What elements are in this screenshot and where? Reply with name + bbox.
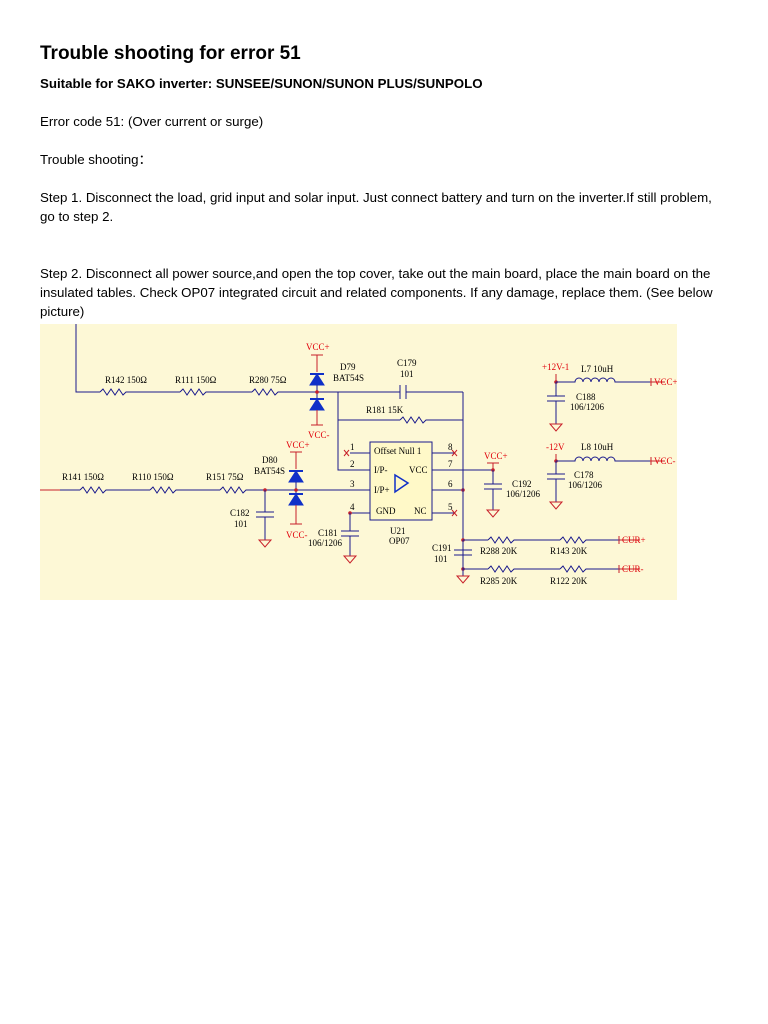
compatibility-note: Suitable for SAKO inverter: SUNSEE/SUNON…	[40, 76, 483, 91]
c188-value: 106/1206	[570, 402, 605, 412]
r122-label: R122 20K	[550, 576, 588, 586]
d80-part-label: BAT54S	[254, 466, 285, 476]
pin-6-number: 6	[448, 479, 453, 489]
r280-label: R280 75Ω	[249, 375, 287, 385]
r288-label: R288 20K	[480, 546, 518, 556]
vcc-plus-label-pin7: VCC+	[484, 451, 508, 461]
r111-label: R111 150Ω	[175, 375, 217, 385]
vcc-minus-label-d79: VCC-	[308, 430, 330, 440]
l8-label: L8 10uH	[581, 442, 614, 452]
inductor-l7	[556, 377, 650, 383]
r142-label: R142 150Ω	[105, 375, 147, 385]
cur-plus-port: CUR+	[622, 535, 646, 545]
page-title: Trouble shooting for error 51	[40, 43, 301, 64]
pin-3-number: 3	[350, 479, 355, 489]
inductor-l8	[556, 456, 650, 462]
resistor-r122	[559, 565, 620, 573]
ic-pin-offset-null: Offset Null 1	[374, 446, 421, 456]
c192-label: C192	[512, 479, 532, 489]
r110-label: R110 150Ω	[132, 472, 174, 482]
resistor-r280	[251, 388, 338, 396]
l7-label: L7 10uH	[581, 364, 614, 374]
diode-d80-lower	[288, 493, 304, 506]
c191-label: C191	[432, 543, 452, 553]
r141-label: R141 150Ω	[62, 472, 104, 482]
vcc-plus-port: VCC+	[654, 377, 677, 387]
schematic-drawing: R142 150Ω R111 150Ω R280 75Ω VCC+ VCC- D…	[40, 324, 677, 586]
ic-pin-nc: NC	[414, 506, 427, 516]
r181-label: R181 15K	[366, 405, 404, 415]
pin-1-number: 1	[350, 442, 355, 452]
opamp-symbol	[394, 473, 410, 494]
vcc-minus-port: VCC-	[654, 456, 676, 466]
circuit-schematic: R142 150Ω R111 150Ω R280 75Ω VCC+ VCC- D…	[40, 324, 677, 600]
resistor-r142	[99, 388, 180, 396]
c178-value: 106/1206	[568, 480, 603, 490]
resistor-r151	[219, 486, 370, 494]
c182-value: 101	[234, 519, 248, 529]
diode-d80-upper	[288, 470, 304, 483]
step-2-text: Step 2. Disconnect all power source,and …	[40, 266, 713, 319]
pin-2-number: 2	[350, 459, 355, 469]
d79-label: D79	[340, 362, 356, 372]
c191-value: 101	[434, 554, 448, 564]
plus12v-label: +12V-1	[542, 362, 569, 372]
c192-value: 106/1206	[506, 489, 541, 499]
pin-7-number: 7	[448, 459, 453, 469]
c179-label: C179	[397, 358, 417, 368]
vcc-plus-label-d79: VCC+	[306, 342, 330, 352]
pin-4-number: 4	[350, 502, 355, 512]
error-code-line: Error code 51: (Over current or surge)	[40, 114, 264, 129]
d79-part-label: BAT54S	[333, 373, 364, 383]
ic-part-label: OP07	[389, 536, 410, 546]
resistor-r141	[79, 486, 150, 494]
ic-ref-label: U21	[390, 526, 406, 536]
vcc-minus-label-d80: VCC-	[286, 530, 308, 540]
resistor-r143	[559, 536, 620, 544]
ic-pin-gnd: GND	[376, 506, 396, 516]
r143-label: R143 20K	[550, 546, 588, 556]
resistor-r110	[149, 486, 220, 494]
resistor-r285	[487, 565, 560, 573]
c179-value: 101	[400, 369, 414, 379]
vcc-plus-label-d80: VCC+	[286, 440, 310, 450]
troubleshooting-heading: Trouble shooting：	[40, 152, 152, 167]
cur-minus-port: CUR-	[622, 564, 644, 574]
ic-pin-vcc: VCC	[409, 465, 428, 475]
resistor-r288	[487, 536, 560, 544]
diode-d79-lower	[309, 398, 325, 411]
ic-u21	[369, 441, 433, 521]
c178-label: C178	[574, 470, 594, 480]
d80-label: D80	[262, 455, 278, 465]
c181-value: 106/1206	[308, 538, 343, 548]
pin-5-number: 5	[448, 502, 453, 512]
resistor-r181	[399, 416, 464, 470]
r285-label: R285 20K	[480, 576, 518, 586]
diode-d79-upper	[309, 373, 325, 386]
ic-pin-inverting: I/P-	[374, 465, 388, 475]
pin-8-number: 8	[448, 442, 453, 452]
resistor-r111	[179, 388, 252, 396]
c181-label: C181	[318, 528, 338, 538]
r151-label: R151 75Ω	[206, 472, 244, 482]
c188-label: C188	[576, 392, 596, 402]
ic-pin-noninverting: I/P+	[374, 485, 390, 495]
step-1-text: Step 1. Disconnect the load, grid input …	[40, 190, 712, 224]
c182-label: C182	[230, 508, 250, 518]
minus12v-label: -12V	[546, 442, 565, 452]
